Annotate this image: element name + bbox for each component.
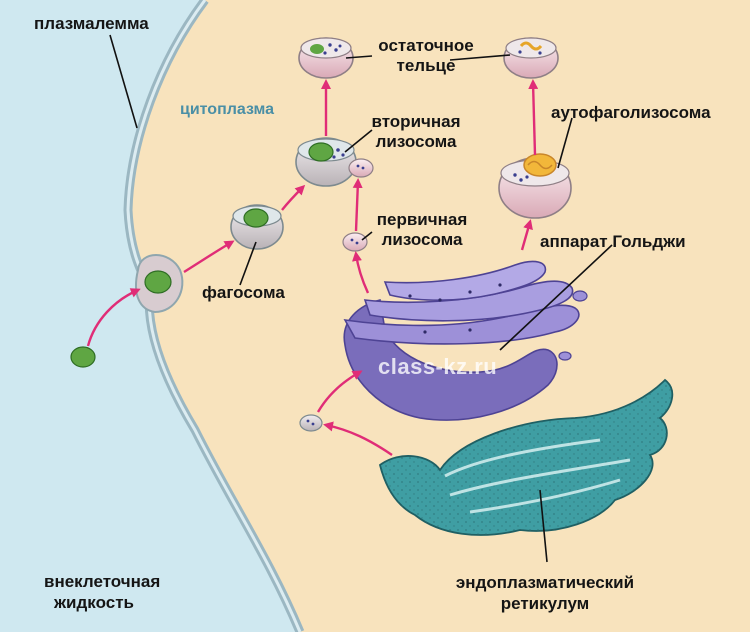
arrow-vesicle-to-golgi [316, 370, 363, 413]
label-endoplasmic-reticulum: эндоплазматический ретикулум [430, 572, 660, 614]
watermark-text: class-kz.ru [378, 354, 498, 379]
leader-er [539, 489, 548, 563]
pathway-arrows [86, 79, 539, 456]
transport-vesicle [299, 414, 323, 432]
label-extracellular-line1: внеклеточная [44, 572, 161, 591]
label-primary-lysosome-line1: первичная [376, 210, 468, 229]
residual-body [298, 37, 354, 79]
leader-secondary [344, 129, 373, 153]
label-extracellular-line2: жидкость [54, 593, 134, 612]
leader-lines [109, 34, 613, 563]
label-residual-body-line1: остаточное [378, 36, 474, 55]
arrow-to-secondary [281, 184, 306, 211]
engulfing-vesicle [135, 254, 184, 314]
label-residual-body: остаточное тельце [370, 36, 482, 76]
label-secondary-lysosome-line2: лизосома [375, 132, 457, 151]
leader-residual-2 [449, 54, 511, 61]
endoplasmic-reticulum [378, 378, 674, 536]
label-autophagolysosome: аутофаголизосома [551, 103, 711, 122]
leader-plasmalemma [109, 34, 138, 129]
label-residual-body-line2: тельце [396, 56, 456, 75]
label-secondary-lysosome-line1: вторичная [371, 112, 461, 131]
arrow-golgi-to-autophago [520, 219, 533, 251]
label-golgi: аппарат Гольджи [540, 232, 686, 251]
arrow-primary-up [352, 178, 363, 232]
arrow-golgi-to-primary [352, 251, 370, 294]
label-plasmalemma: плазмалемма [34, 14, 149, 33]
label-phagosome: фагосома [202, 283, 285, 302]
leader-phagosome [239, 241, 257, 286]
residual-body-autophagic [503, 37, 559, 79]
label-secondary-lysosome: вторичная лизосома [366, 112, 466, 152]
label-primary-lysosome: первичная лизосома [372, 210, 472, 250]
leader-autophago [557, 117, 573, 169]
arrow-to-residual-2 [528, 79, 539, 156]
phagosome [230, 204, 284, 250]
label-extracellular-fluid: внеклеточная жидкость [44, 571, 160, 613]
arrow-er-to-vesicle [323, 421, 393, 456]
label-cytoplasm: цитоплазма [180, 101, 275, 118]
label-primary-lysosome-line2: лизосома [381, 230, 463, 249]
label-er-line1: эндоплазматический [455, 573, 635, 592]
label-er-line2: ретикулум [500, 594, 590, 613]
golgi-apparatus [343, 260, 588, 421]
primary-lysosome [342, 232, 368, 252]
leader-primary [361, 231, 373, 241]
secondary-lysosome [295, 137, 374, 187]
arrow-engulf [86, 288, 141, 347]
leader-golgi [499, 244, 613, 351]
leader-residual [345, 55, 373, 59]
arrow-to-phagosome [183, 240, 235, 274]
autophagolysosome [498, 153, 572, 219]
extracellular-particle [70, 346, 96, 368]
